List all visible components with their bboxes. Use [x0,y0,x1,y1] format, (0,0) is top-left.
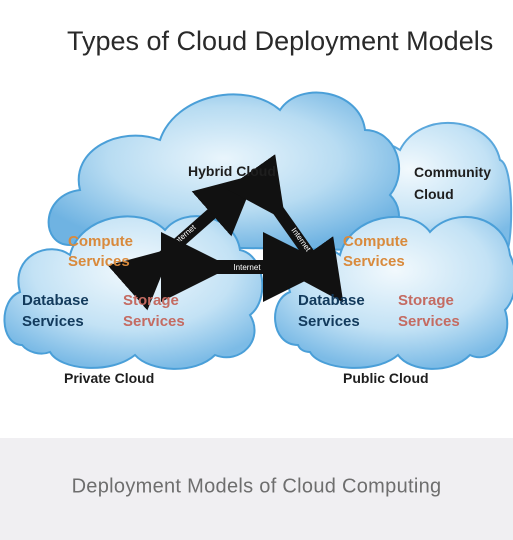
arrow-bottom-label: Internet [233,263,261,272]
private-compute-label-line1: Compute [68,233,133,250]
public-compute-label-line2: Services [343,253,405,270]
private-storage-label-line1: Storage [123,292,179,309]
diagram-title: Types of Cloud Deployment Models [67,26,493,56]
private-storage-label-line2: Services [123,313,185,330]
public-database-label-line2: Services [298,313,360,330]
caption-bar [0,438,513,540]
community-cloud-label-line1: Community [414,164,491,180]
private-cloud-label: Private Cloud [64,370,154,386]
public-cloud-label: Public Cloud [343,370,429,386]
private-database-label-line1: Database [22,292,89,309]
community-cloud-label-line2: Cloud [414,186,454,202]
public-compute-label-line1: Compute [343,233,408,250]
public-storage-label-line2: Services [398,313,460,330]
public-database-label-line1: Database [298,292,365,309]
private-database-label-line2: Services [22,313,84,330]
private-compute-label-line2: Services [68,253,130,270]
hybrid-cloud-label: Hybrid Cloud [188,163,276,179]
public-storage-label-line1: Storage [398,292,454,309]
image-caption: Deployment Models of Cloud Computing [71,475,442,498]
cloud-deployment-diagram: Types of Cloud Deployment Models Interne… [3,26,513,386]
internet-arrow-bottom: Internet [161,232,333,302]
